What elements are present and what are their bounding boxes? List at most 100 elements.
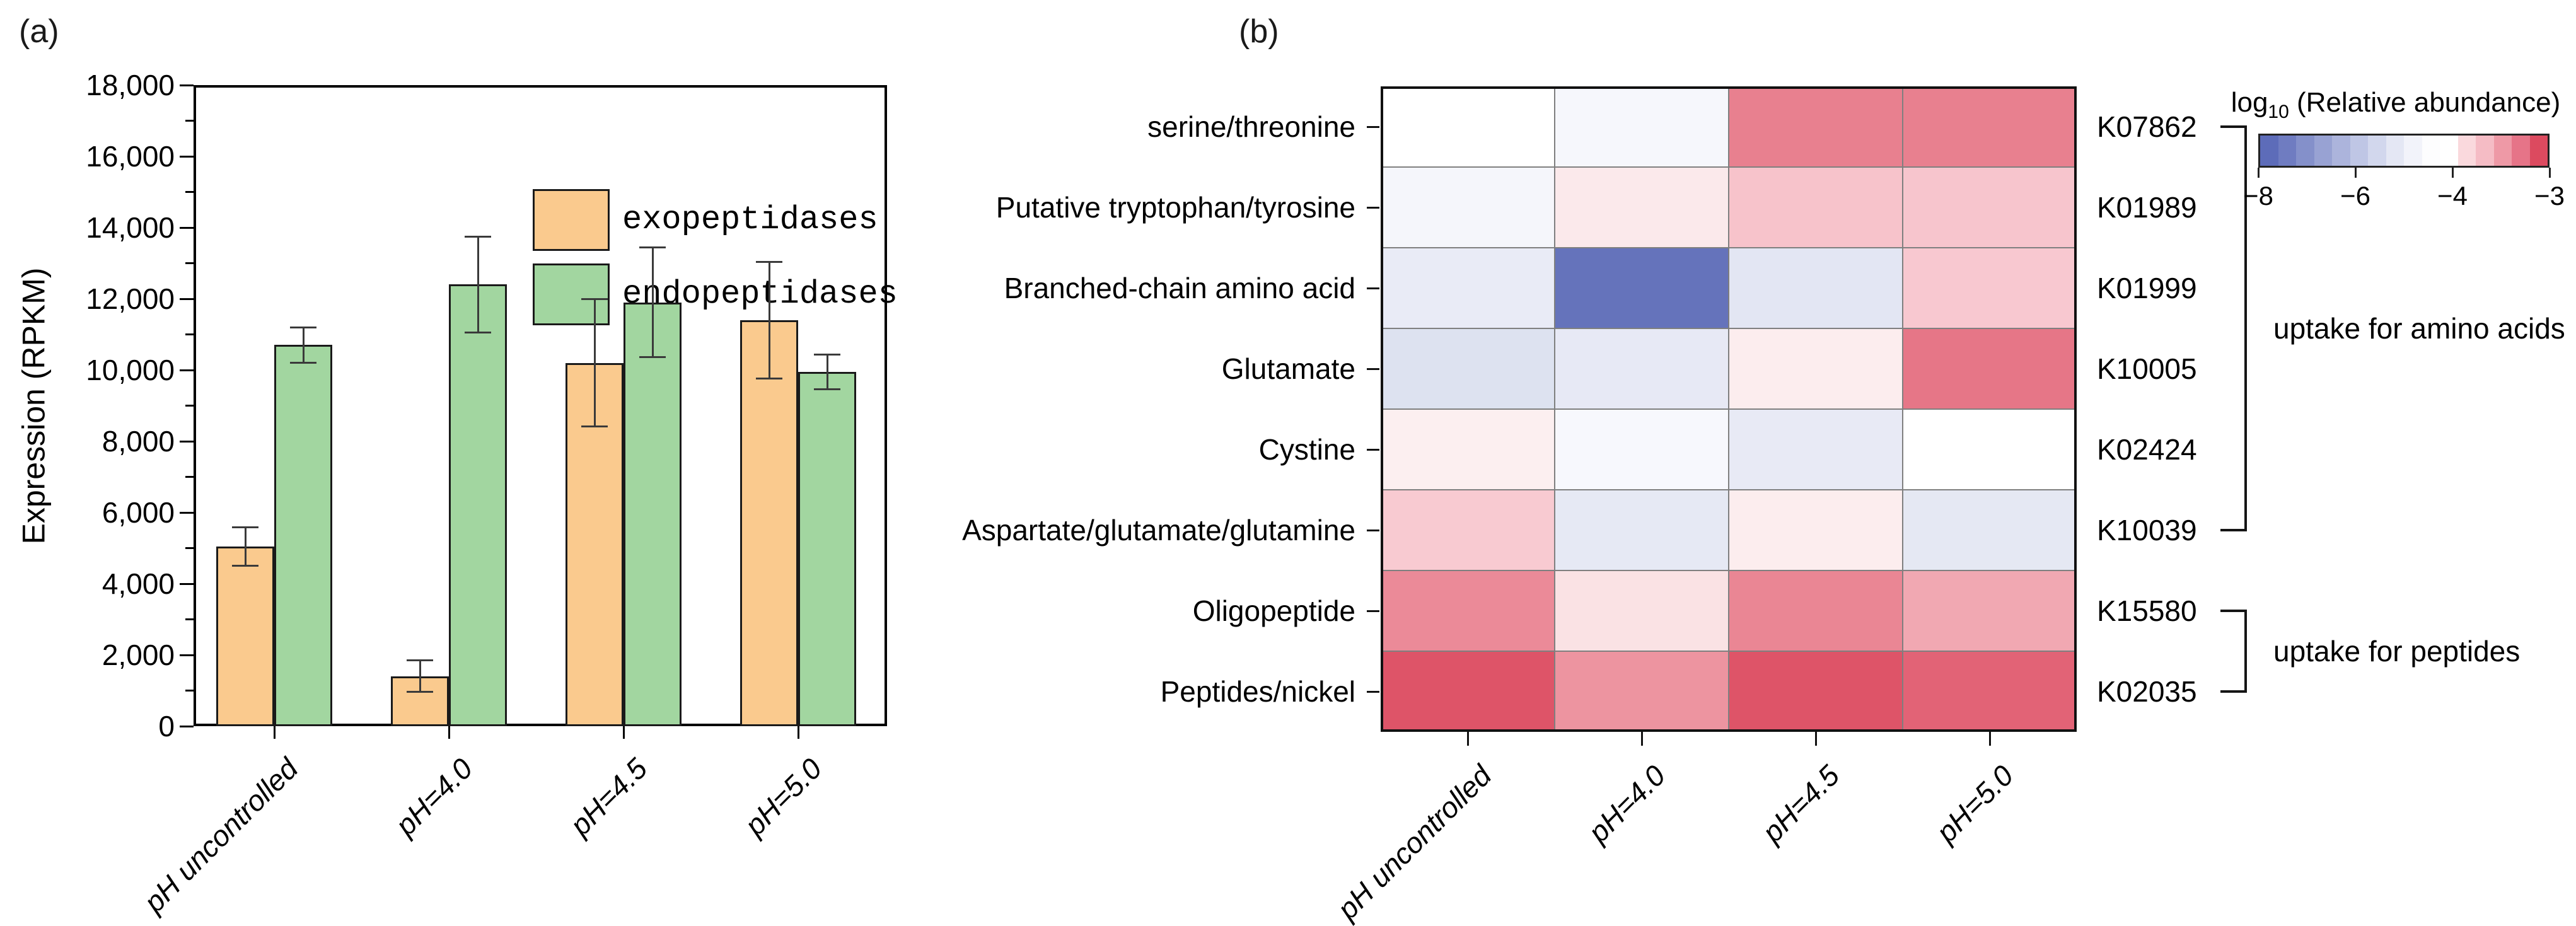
heatmap-col-tick xyxy=(1814,732,1817,746)
error-bar-line xyxy=(419,660,421,693)
panel-b-label: (b) xyxy=(1239,13,1279,50)
y-tick-label: 2,000 xyxy=(102,639,175,671)
y-minor-tick xyxy=(185,547,194,549)
colorbar-segment xyxy=(2278,136,2296,166)
heatmap-col-label: pH=4.0 xyxy=(1581,758,1672,849)
heatmap-cell-K01989-ph-uncontrolled xyxy=(1381,167,1555,248)
y-minor-tick xyxy=(185,618,194,620)
row-label: Putative tryptophan/tyrosine xyxy=(995,191,1355,224)
y-minor-tick xyxy=(185,120,194,122)
heatmap-cell-K15580-ph-uncontrolled xyxy=(1381,570,1555,651)
legend-swatch-exopeptidases xyxy=(533,189,610,251)
ko-id-label: K01999 xyxy=(2097,272,2197,304)
colorbar-tick-label: −3 xyxy=(2534,181,2565,211)
heatmap-cell-K15580-ph-4.5 xyxy=(1729,570,1903,651)
bracket-hook-bottom xyxy=(2220,690,2244,693)
heatmap-cell-K02424-ph-4.0 xyxy=(1555,409,1729,490)
bar-exopeptidases-ph-uncontrolled xyxy=(216,547,274,726)
bracket-hook-top xyxy=(2220,125,2244,128)
error-bar-cap-top xyxy=(756,260,782,263)
y-major-tick xyxy=(180,654,194,656)
colorbar-segment xyxy=(2314,136,2332,166)
row-tick xyxy=(1367,287,1379,289)
row-tick xyxy=(1367,125,1379,128)
y-tick-label: 0 xyxy=(158,710,175,743)
x-tick xyxy=(797,726,799,739)
colorbar-segment xyxy=(2422,136,2440,166)
row-tick xyxy=(1367,206,1379,209)
heatmap-cell-K07862-ph-4.5 xyxy=(1729,86,1903,167)
colorbar-segment xyxy=(2512,136,2530,166)
error-bar-line xyxy=(244,526,247,566)
y-tick-label: 12,000 xyxy=(86,282,175,315)
error-bar-line xyxy=(477,236,479,333)
colorbar-segment xyxy=(2476,136,2494,166)
y-major-tick xyxy=(180,582,194,585)
colorbar-segment xyxy=(2529,136,2548,166)
y-major-tick xyxy=(180,298,194,300)
colorbar-segment xyxy=(2440,136,2458,166)
heatmap-cell-K02035-ph-4.5 xyxy=(1729,651,1903,732)
heatmap-cell-K07862-ph-5.0 xyxy=(1903,86,2077,167)
colorbar-segment xyxy=(2260,136,2278,166)
row-label: Cystine xyxy=(1258,433,1355,466)
row-label: Oligopeptide xyxy=(1192,594,1355,627)
row-tick xyxy=(1367,610,1379,612)
error-bar-cap-bottom xyxy=(756,378,782,380)
ko-id-label: K02035 xyxy=(2097,675,2197,708)
error-bar-line xyxy=(302,327,305,363)
error-bar-line xyxy=(651,247,654,358)
heatmap-cell-K02035-ph-uncontrolled xyxy=(1381,651,1555,732)
error-bar-cap-top xyxy=(465,236,491,238)
x-tick xyxy=(273,726,276,739)
bracket-line xyxy=(2244,610,2247,693)
heatmap-col-label: pH=4.5 xyxy=(1755,758,1846,849)
y-tick-label: 8,000 xyxy=(102,425,175,458)
heatmap-cell-K02035-ph-4.0 xyxy=(1555,651,1729,732)
y-major-tick xyxy=(180,155,194,158)
error-bar-cap-top xyxy=(290,327,316,329)
x-tick-label: pH=4.0 xyxy=(388,751,479,842)
heatmap-col-label: pH uncontrolled xyxy=(1330,758,1498,926)
heatmap-cell-K10005-ph-5.0 xyxy=(1903,328,2077,409)
colorbar-tick-label: −6 xyxy=(2340,181,2370,211)
colorbar-segment xyxy=(2493,136,2512,166)
bar-endopeptidases-ph-5.0 xyxy=(798,372,856,726)
bar-endopeptidases-ph-4.5 xyxy=(624,303,682,726)
y-major-tick xyxy=(180,369,194,371)
colorbar-tick xyxy=(2354,168,2357,178)
colorbar-title-sub: 10 xyxy=(2268,101,2289,122)
row-group-label-0: uptake for amino acids xyxy=(2273,312,2565,345)
y-minor-tick xyxy=(185,333,194,335)
heatmap-cell-K02424-ph-uncontrolled xyxy=(1381,409,1555,490)
legend-swatch-endopeptidases xyxy=(533,263,610,325)
colorbar-segment xyxy=(2350,136,2368,166)
heatmap-cell-K10039-ph-uncontrolled xyxy=(1381,490,1555,570)
bar-endopeptidases-ph-uncontrolled xyxy=(274,345,332,726)
y-minor-tick xyxy=(185,262,194,264)
y-axis-title-wrap: Expression (RPKM) xyxy=(11,85,55,726)
x-tick-label: pH=4.5 xyxy=(563,751,654,842)
heatmap-cell-K01999-ph-4.5 xyxy=(1729,248,1903,328)
heatmap-cell-K01989-ph-4.0 xyxy=(1555,167,1729,248)
colorbar-tick-label: −8 xyxy=(2243,181,2273,211)
panel-a-label: (a) xyxy=(19,13,59,50)
heatmap-cell-K15580-ph-4.0 xyxy=(1555,570,1729,651)
heatmap-cell-K02035-ph-5.0 xyxy=(1903,651,2077,732)
colorbar-title: log10 (Relative abundance) xyxy=(2219,86,2572,122)
x-tick-label: pH uncontrolled xyxy=(137,751,305,919)
heatmap-cell-K01999-ph-uncontrolled xyxy=(1381,248,1555,328)
heatmap-col-label: pH=5.0 xyxy=(1929,758,2020,849)
bar-endopeptidases-ph-4.0 xyxy=(449,284,507,726)
x-tick xyxy=(448,726,450,739)
heatmap-cell-K01999-ph-5.0 xyxy=(1903,248,2077,328)
heatmap-grid xyxy=(1381,86,2077,732)
ko-id-label: K15580 xyxy=(2097,594,2197,627)
colorbar-tick xyxy=(2257,168,2260,178)
ko-id-label: K10039 xyxy=(2097,514,2197,547)
error-bar-cap-top xyxy=(232,526,258,528)
colorbar-title-main: log xyxy=(2231,87,2268,118)
y-tick-label: 6,000 xyxy=(102,496,175,529)
bracket-hook-top xyxy=(2220,610,2244,612)
